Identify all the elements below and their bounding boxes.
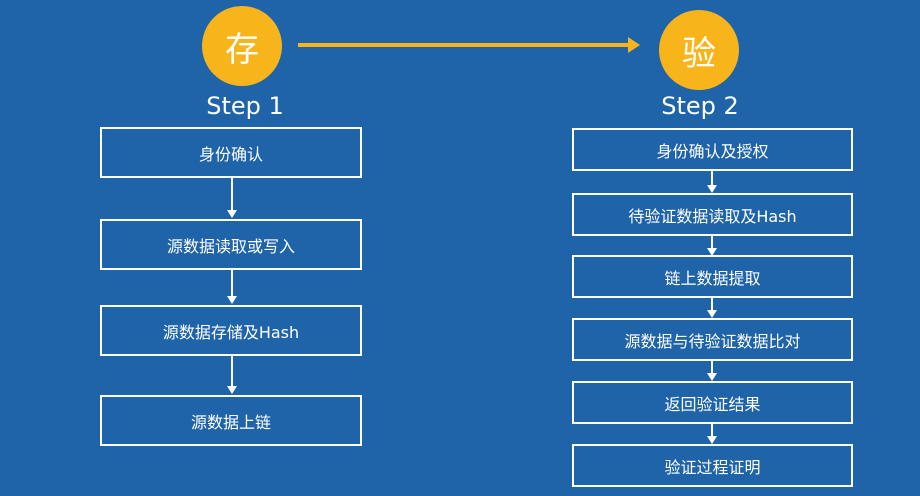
verify-connector-1 [711,171,713,185]
verify-connector-3-head [707,310,717,318]
verify-connector-4-head [707,373,717,381]
verify-connector-2 [711,236,713,248]
store-to-verify-arrow-head [628,37,640,53]
verify-connector-4 [711,361,713,373]
store-connector-1 [231,178,233,210]
verify-connector-1-head [707,185,717,193]
verify-box-3: 链上数据提取 [572,255,853,298]
store-connector-1-head [227,210,237,218]
step-2-label: Step 2 [661,92,739,120]
verify-connector-5 [711,424,713,436]
verify-box-4: 源数据与待验证数据比对 [572,318,853,361]
verify-box-2: 待验证数据读取及Hash [572,193,853,236]
store-box-1: 身份确认 [100,127,362,178]
step-1-label: Step 1 [206,92,284,120]
verify-circle-char: 验 [682,33,716,74]
verify-connector-2-head [707,248,717,256]
store-box-3: 源数据存储及Hash [100,305,362,356]
store-to-verify-arrow-line [298,43,630,47]
verify-connector-3 [711,298,713,310]
verify-circle: 验 [659,10,739,90]
verify-box-1: 身份确认及授权 [572,128,853,171]
store-circle: 存 [202,6,282,86]
verify-box-5: 返回验证结果 [572,381,853,424]
store-connector-2 [231,270,233,296]
store-box-2: 源数据读取或写入 [100,219,362,270]
verify-box-6: 验证过程证明 [572,444,853,487]
store-connector-3-head [227,386,237,394]
store-connector-2-head [227,296,237,304]
store-connector-3 [231,356,233,386]
verify-connector-5-head [707,436,717,444]
store-circle-char: 存 [225,29,259,70]
store-box-4: 源数据上链 [100,395,362,446]
